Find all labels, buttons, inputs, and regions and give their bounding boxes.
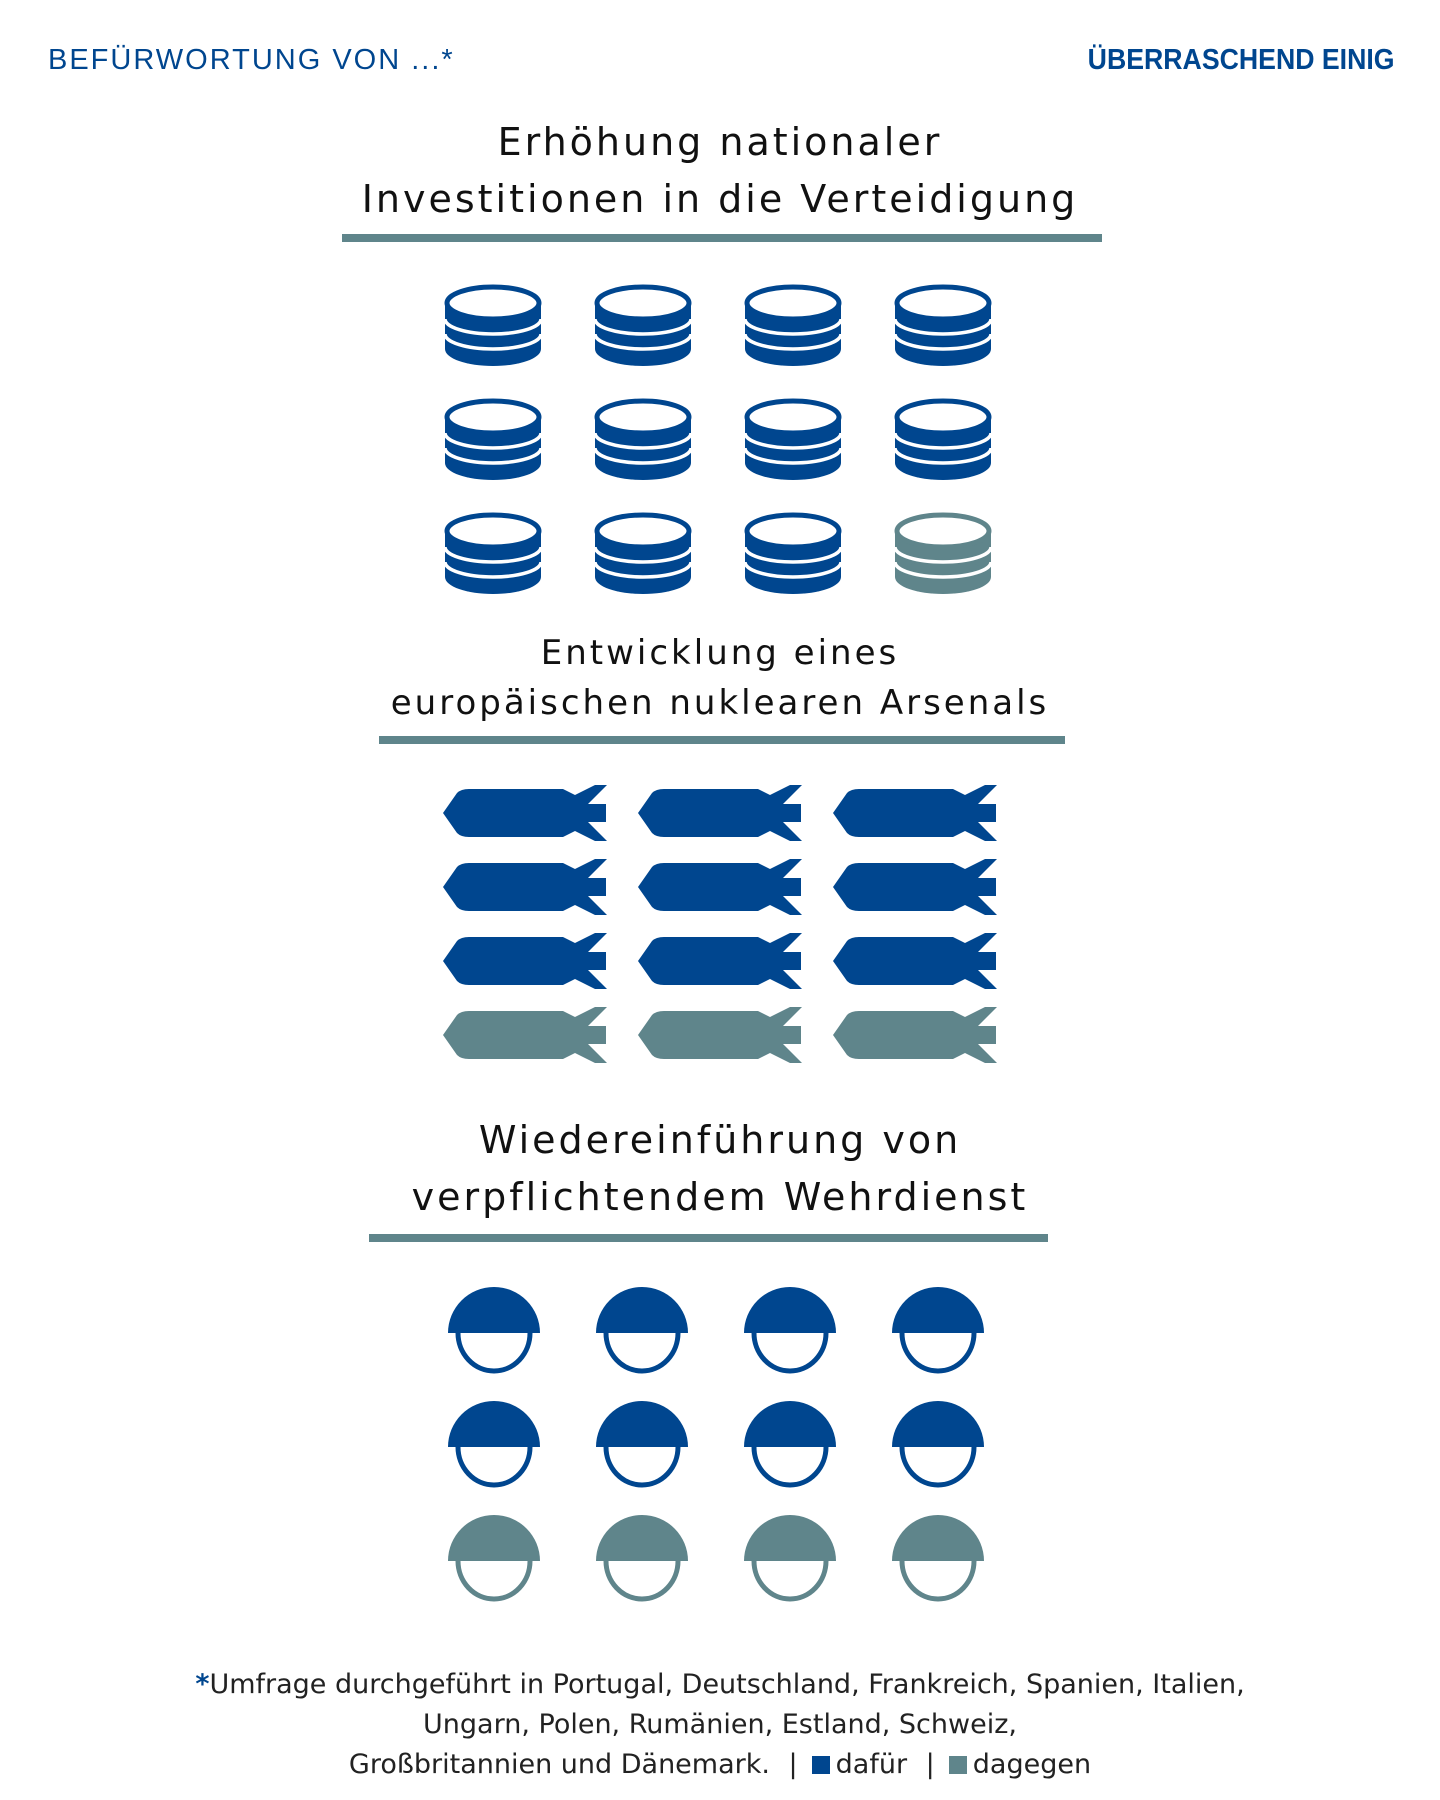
section-3-title-line-2: verpflichtendem Wehrdienst: [411, 1175, 1029, 1219]
section-2-title-line-1: Entwicklung eines: [540, 633, 900, 673]
legend-for-label: dafür: [835, 1749, 908, 1780]
bomb-icon-for: [638, 933, 802, 989]
helmet-icon-for: [892, 1287, 984, 1374]
section-1-divider: [342, 234, 1102, 242]
coin-stack-icon-for: [743, 512, 843, 594]
bomb-icon-for: [443, 933, 607, 989]
coin-stack-icon-for: [593, 398, 693, 480]
coin-stack-icon-for: [593, 512, 693, 594]
coin-grid: [441, 283, 995, 599]
section-1-title-line-2: Investitionen in die Verteidigung: [361, 177, 1079, 221]
bomb-icon-for: [443, 859, 607, 915]
bomb-icon-for: [638, 859, 802, 915]
bomb-icon-against: [638, 1007, 802, 1063]
legend-for-swatch: [811, 1756, 830, 1774]
section-1-title: Erhöhung nationaler Investitionen in die…: [0, 114, 1440, 228]
section-2-divider: [379, 736, 1065, 744]
coin-stack-icon-for: [443, 398, 543, 480]
helmet-grid: [446, 1285, 986, 1609]
helmet-icon-for: [744, 1287, 836, 1374]
coin-stack-icon-for: [443, 512, 543, 594]
helmet-icon-against: [892, 1515, 984, 1602]
helmet-icon-for: [596, 1287, 688, 1374]
coin-stack-icon-for: [743, 284, 843, 366]
coin-stack-icon-for: [443, 284, 543, 366]
legend-against-swatch: [948, 1756, 967, 1774]
legend-separator: |: [925, 1749, 935, 1780]
header-left-label: BEFÜRWORTUNG VON ...*: [48, 44, 455, 76]
section-3-divider: [369, 1234, 1048, 1242]
helmet-icon-for: [448, 1287, 540, 1374]
helmet-icon-against: [744, 1515, 836, 1602]
footnote-line-3: Großbritannien und Dänemark.: [348, 1749, 770, 1780]
helmet-icon-for: [448, 1401, 540, 1488]
bomb-icon-for: [833, 859, 997, 915]
section-2-title-line-2: europäischen nuklearen Arsenals: [390, 683, 1050, 723]
section-3-title-line-1: Wiedereinführung von: [478, 1118, 962, 1162]
coin-stack-icon-for: [743, 398, 843, 480]
bomb-icon-for: [638, 785, 802, 841]
footnote: *Umfrage durchgeführt in Portugal, Deuts…: [0, 1665, 1440, 1785]
coin-stack-icon-for: [593, 284, 693, 366]
legend-separator: |: [788, 1749, 798, 1780]
coin-stack-icon-against: [893, 512, 993, 594]
legend-against-label: dagegen: [972, 1749, 1092, 1780]
section-2-title: Entwicklung eines europäischen nuklearen…: [0, 628, 1440, 728]
coin-stack-icon-for: [893, 398, 993, 480]
footnote-line-2: Ungarn, Polen, Rumänien, Estland, Schwei…: [423, 1709, 1017, 1740]
footnote-asterisk: *: [195, 1669, 210, 1700]
helmet-icon-for: [892, 1401, 984, 1488]
helmet-icon-for: [744, 1401, 836, 1488]
footnote-line-1: Umfrage durchgeführt in Portugal, Deutsc…: [209, 1669, 1245, 1700]
bomb-icon-against: [833, 1007, 997, 1063]
helmet-icon-against: [448, 1515, 540, 1602]
bomb-icon-for: [443, 785, 607, 841]
bomb-icon-for: [833, 933, 997, 989]
section-3-title: Wiedereinführung von verpflichtendem Weh…: [0, 1112, 1440, 1226]
bomb-icon-against: [443, 1007, 607, 1063]
bomb-icon-for: [833, 785, 997, 841]
coin-stack-icon-for: [893, 284, 993, 366]
section-1-title-line-1: Erhöhung nationaler: [497, 120, 943, 164]
helmet-icon-for: [596, 1401, 688, 1488]
header-right-label: ÜBERRASCHEND EINIG: [1088, 44, 1395, 76]
bomb-grid: [443, 785, 999, 1063]
helmet-icon-against: [596, 1515, 688, 1602]
